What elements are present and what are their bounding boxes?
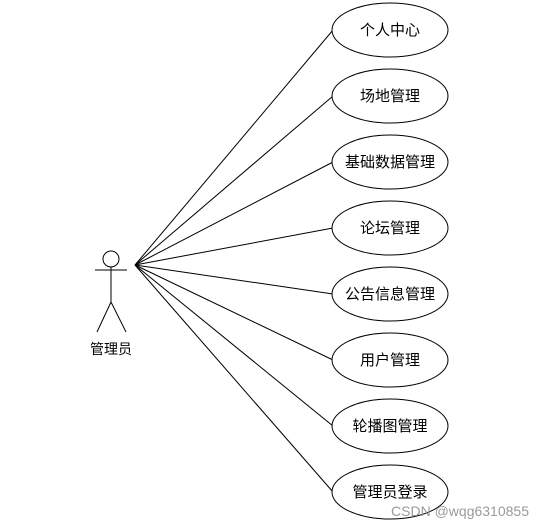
association-line-4 [134,227,334,266]
use-case-ellipse [331,200,449,256]
use-case-4: 论坛管理 [331,200,449,256]
actor-right-leg [110,301,127,333]
use-case-label: 用户管理 [360,351,420,369]
use-case-ellipse [331,398,449,454]
association-lines [134,29,334,493]
association-line-5 [134,264,334,295]
actor-figure [95,250,127,333]
association-line-8 [134,264,334,493]
actor-left-leg [96,301,112,333]
use-case-label: 公告信息管理 [345,285,435,303]
use-case-label: 基础数据管理 [345,153,435,171]
use-case-label: 轮播图管理 [352,417,427,435]
use-case-ellipse [331,464,449,520]
use-case-6: 用户管理 [331,332,449,388]
use-case-label: 论坛管理 [360,219,420,237]
use-case-3: 基础数据管理 [331,134,449,190]
watermark: CSDN @wqg6310855 [391,503,529,519]
association-line-1 [134,29,334,266]
use-case-label: 个人中心 [360,21,420,39]
association-line-7 [134,264,334,427]
actor-label: 管理员 [90,342,132,358]
use-case-label: 管理员登录 [352,483,427,501]
use-case-ellipse [331,2,449,58]
association-line-2 [134,95,334,266]
use-case-label: 场地管理 [360,87,420,105]
use-case-ellipse [331,68,449,124]
use-case-8: 管理员登录 [331,464,449,520]
use-case-5: 公告信息管理 [331,266,449,322]
use-case-ellipse [331,134,449,190]
use-case-2: 场地管理 [331,68,449,124]
association-line-6 [134,264,334,361]
use-case-1: 个人中心 [331,2,449,58]
use-case-ellipse [331,266,449,322]
use-case-7: 轮播图管理 [331,398,449,454]
association-line-3 [134,161,334,266]
actor-head [102,250,120,268]
use-case-ellipse [331,332,449,388]
